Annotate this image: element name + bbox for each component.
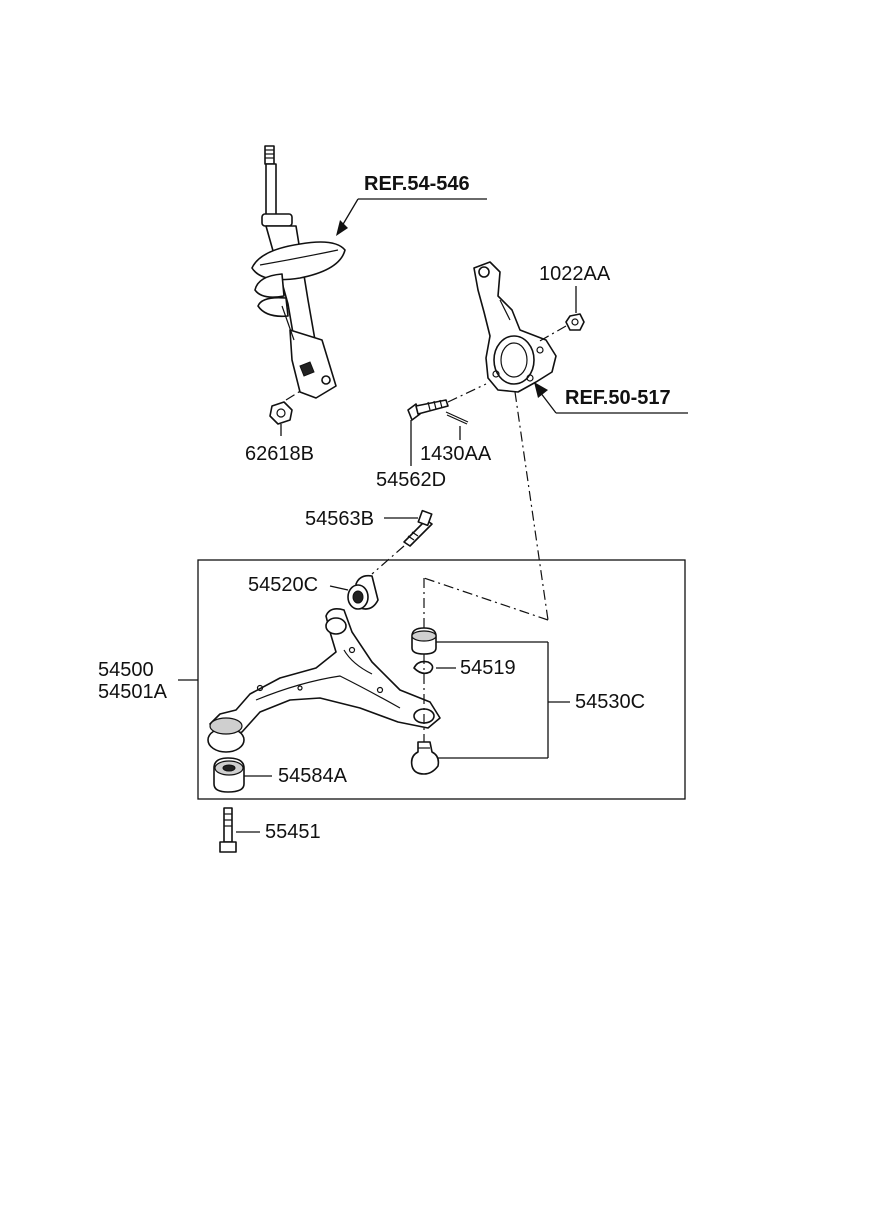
part-1022aa-label: 1022AA	[539, 263, 611, 285]
steering-knuckle	[473, 261, 557, 393]
bottom-bolt	[219, 807, 260, 853]
knuckle-bolt	[407, 383, 487, 466]
ball-joint-kit	[410, 627, 570, 775]
part-62618b-label: 62618B	[245, 443, 314, 465]
part-54584a-label: 54584A	[278, 765, 347, 787]
part-54519-label: 54519	[460, 657, 516, 679]
part-54500-label: 54500	[98, 659, 154, 681]
part-54501a-label: 54501A	[98, 681, 167, 703]
ref-strut-label: REF.54-546	[364, 173, 470, 195]
part-54520c-label: 54520C	[248, 574, 319, 596]
cotter-pin	[445, 411, 469, 440]
knuckle-nut	[537, 286, 585, 343]
front-bushing	[329, 574, 379, 610]
ref-strut-leader	[336, 198, 487, 236]
ref-knuckle-label: REF.50-517	[565, 387, 671, 409]
assembly-dashed-path	[423, 391, 549, 632]
part-54562d-label: 54562D	[376, 469, 447, 491]
part-54563b-label: 54563B	[305, 508, 374, 530]
arm-bolt	[371, 509, 433, 575]
strut-nut	[269, 389, 303, 436]
lower-control-arm	[207, 608, 441, 753]
part-54530c-label: 54530C	[575, 691, 646, 713]
rear-bushing	[213, 757, 272, 793]
part-1430aa-label: 1430AA	[420, 443, 492, 465]
ref-knuckle-leader	[534, 382, 688, 414]
strut-assembly	[251, 145, 346, 399]
part-55451-label: 55451	[265, 821, 321, 843]
